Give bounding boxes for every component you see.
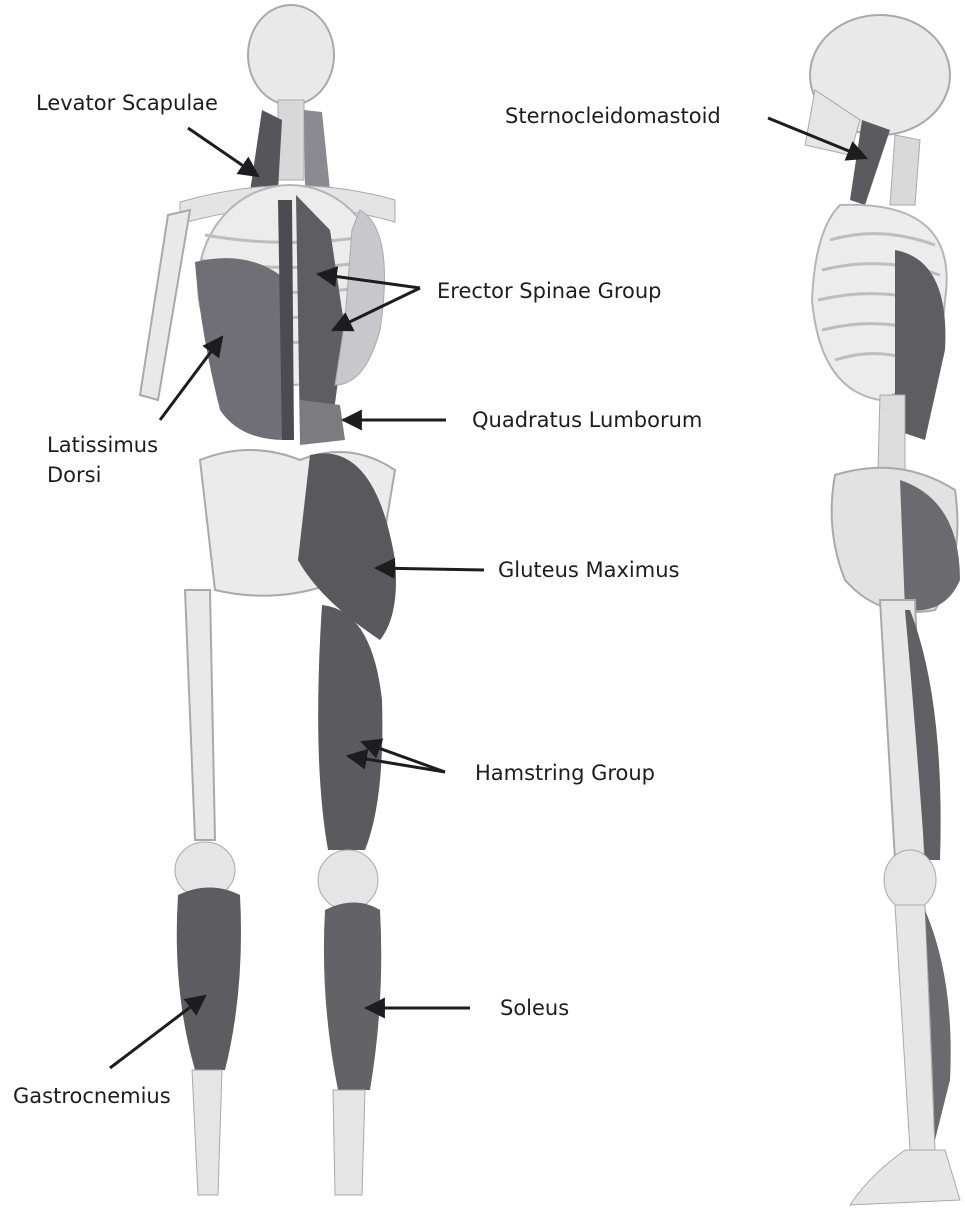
neck-muscle-right (304, 110, 330, 190)
posterior-cervical-spine (278, 100, 304, 180)
lateral-foot (850, 1150, 960, 1205)
hamstring-muscle (318, 605, 382, 850)
posterior-tibia-right (333, 1090, 365, 1195)
gastrocnemius-muscle (177, 888, 241, 1071)
label-gastrocnemius: Gastrocnemius (13, 1081, 171, 1111)
label-latissimus-dorsi-line2: Dorsi (47, 460, 158, 490)
lateral-lumbar-spine (878, 395, 905, 470)
lateral-knee (884, 850, 936, 910)
label-latissimus-dorsi: Latissimus Dorsi (47, 430, 158, 490)
label-erector-spinae: Erector Spinae Group (437, 276, 662, 306)
posterior-humerus-left (140, 210, 190, 400)
quadratus-lumborum-muscle (300, 400, 345, 445)
levator-scapulae-muscle (250, 110, 282, 192)
label-hamstring: Hamstring Group (475, 758, 655, 788)
label-quadratus-lumborum: Quadratus Lumborum (472, 405, 702, 435)
lateral-cervical-spine (890, 135, 920, 205)
label-sternocleidomastoid: Sternocleidomastoid (505, 101, 721, 131)
posterior-tibia-left (192, 1070, 222, 1195)
arrow-levator-scapulae (188, 128, 258, 176)
label-latissimus-dorsi-line1: Latissimus (47, 430, 158, 460)
lateral-view-skeleton (805, 15, 960, 1205)
posterior-femur-left (185, 590, 215, 840)
arrow-gluteus-maximus (376, 568, 484, 570)
label-levator-scapulae: Levator Scapulae (36, 88, 218, 118)
soleus-muscle (324, 903, 381, 1091)
label-soleus: Soleus (500, 993, 569, 1023)
label-gluteus-maximus: Gluteus Maximus (498, 555, 679, 585)
posterior-skull (248, 5, 334, 105)
latissimus-dorsi-muscle (195, 258, 285, 440)
posterior-knee-right (318, 850, 378, 910)
